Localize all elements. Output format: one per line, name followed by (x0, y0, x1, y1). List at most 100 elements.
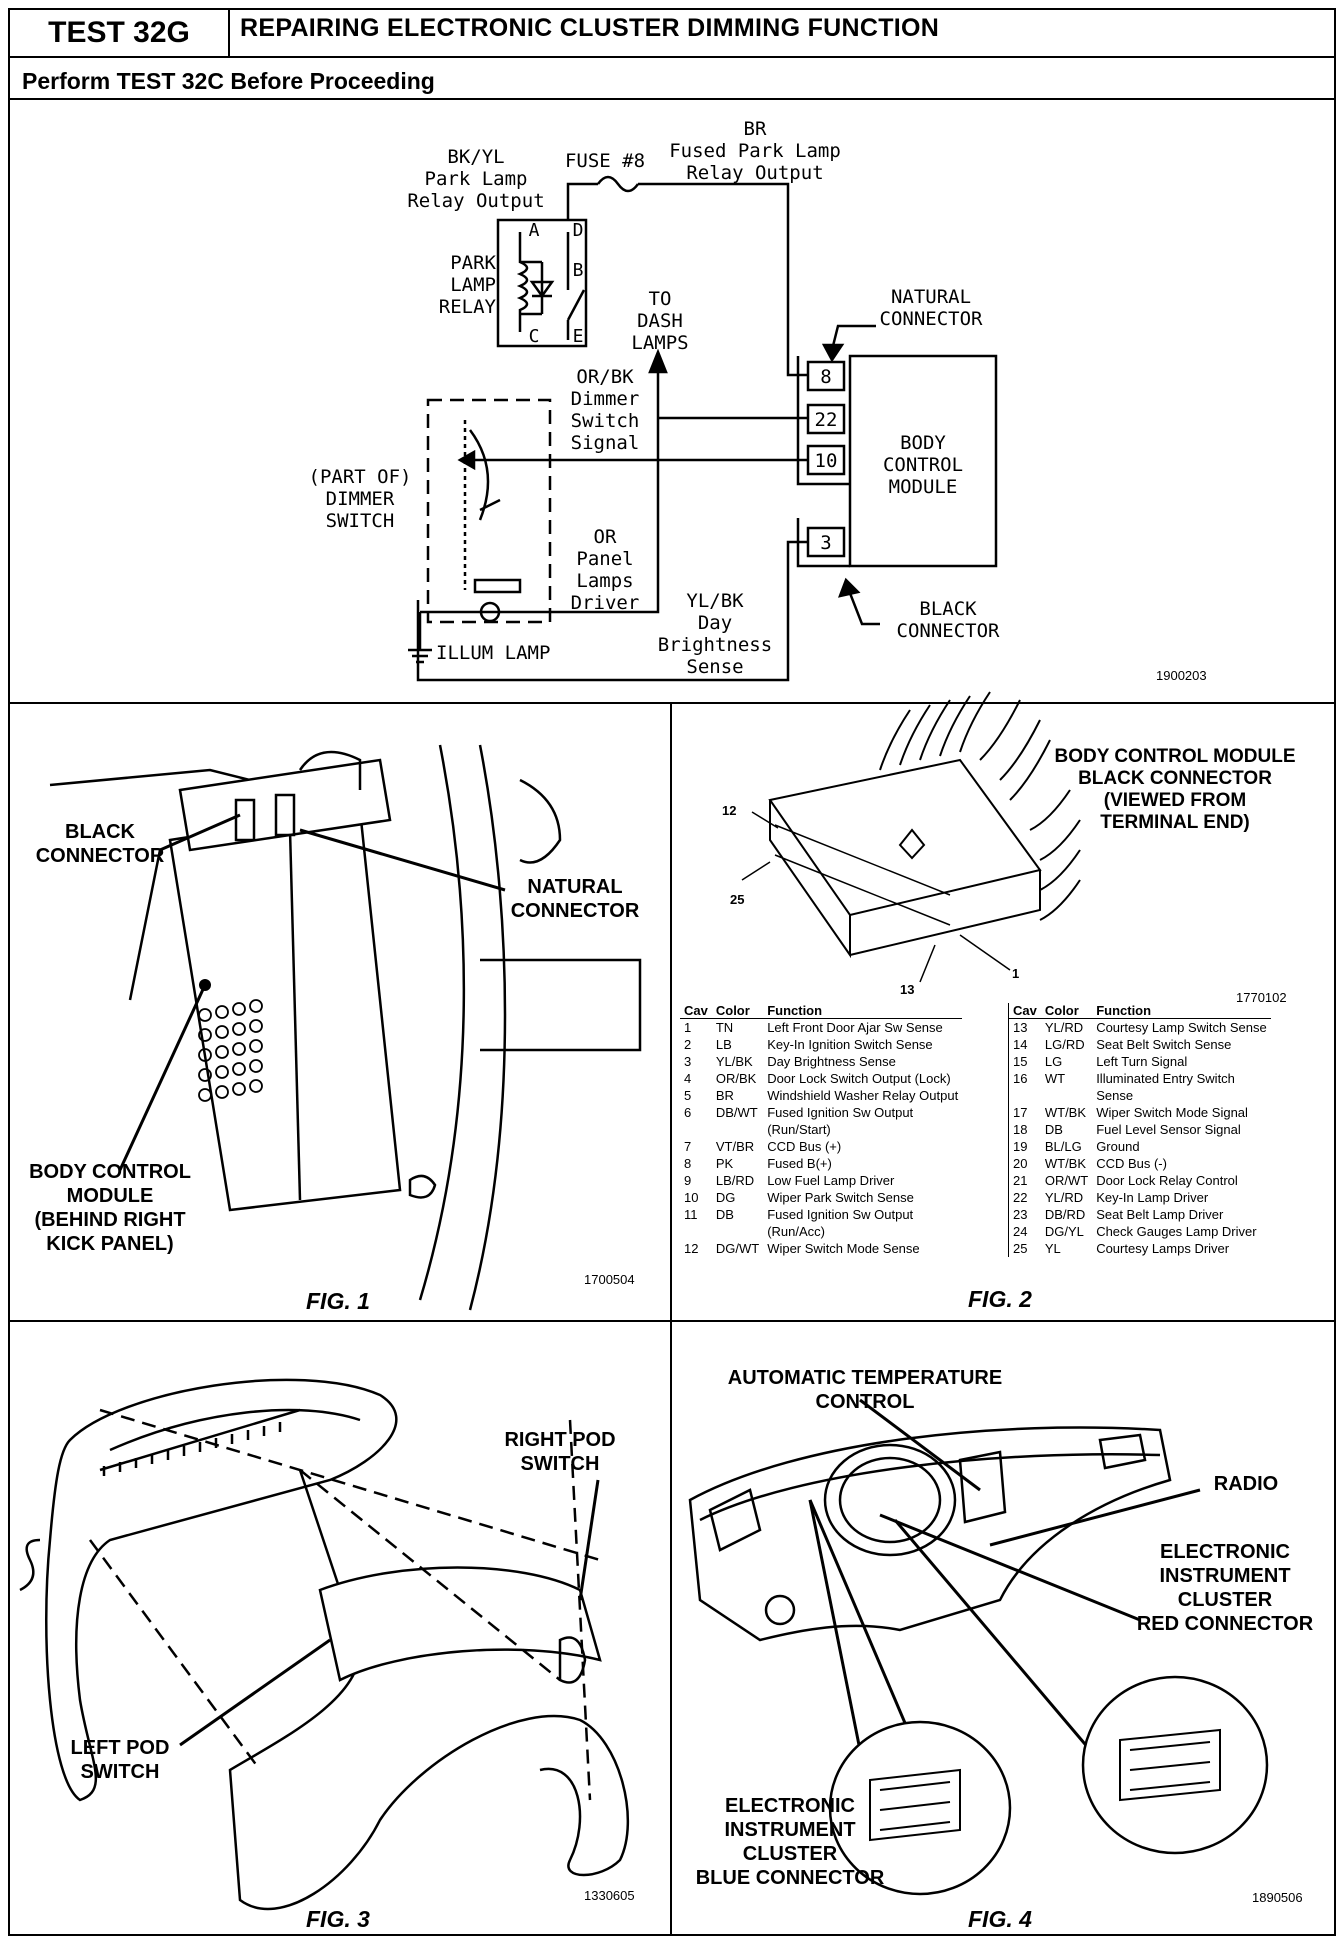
subtitle-divider (8, 98, 1336, 100)
cell-function: Wiper Switch Mode Sense (767, 1241, 920, 1256)
to-dash-arrow (648, 348, 668, 374)
fig2-pin13: 13 (900, 982, 915, 997)
fig2-code: 1770102 (1236, 990, 1287, 1005)
pin-10-label: 10 (814, 450, 838, 472)
cell-color: TN (715, 1020, 734, 1035)
cell-cav: 3 (684, 1054, 692, 1069)
col-color: Color (711, 1003, 764, 1019)
cell-function: Check Gauges Lamp Driver (1096, 1224, 1257, 1239)
cell-color: VT/BR (715, 1139, 755, 1154)
dimmer-switch-box (426, 398, 552, 624)
body-control-module-box (848, 354, 998, 568)
pin12-leader (751, 811, 779, 829)
pin-22-label: 22 (814, 409, 838, 431)
cell-color: DB (715, 1207, 734, 1222)
cell-function: CCD Bus (-) (1096, 1156, 1167, 1171)
red-connector-leader-2 (893, 1519, 1092, 1751)
bcm-label: BODY CONTROL MODULE (882, 432, 964, 498)
park-lamp-relay-label: PARK LAMP RELAY (438, 252, 496, 318)
door-pillar-edge (418, 744, 466, 1301)
pin25-leader (741, 861, 771, 881)
fig2-caption: FIG. 2 (968, 1286, 1032, 1312)
fig1-natural-connector-label: NATURAL CONNECTOR (510, 876, 640, 922)
fig1-black-connector-label: BLACK CONNECTOR (35, 821, 165, 867)
cell-function: Key-In Ignition Switch Sense (767, 1037, 933, 1052)
red-connector-leader-1 (879, 1513, 1141, 1622)
relay-pin-b: B (573, 260, 584, 281)
connector-block (178, 758, 392, 852)
cell-function: Key-In Lamp Driver (1096, 1190, 1209, 1205)
day-brightness-wire (416, 540, 808, 682)
atc-leader (859, 1398, 981, 1492)
natural-connector-arrow (830, 324, 876, 351)
cell-cav: 6 (684, 1105, 692, 1120)
page-frame (8, 8, 1336, 1936)
pin13-leader (919, 944, 936, 983)
cell-function: (Run/Acc) (767, 1224, 825, 1239)
natural-connector-label: NATURAL CONNECTOR (879, 286, 983, 330)
radio-leader (989, 1488, 1201, 1547)
cell-cav: 19 (1013, 1139, 1028, 1154)
cell-color: DB/WT (715, 1105, 758, 1120)
cell-function: Door Lock Switch Output (Lock) (767, 1071, 951, 1086)
cell-function: Fused B(+) (767, 1156, 832, 1171)
cell-cav: 23 (1013, 1207, 1028, 1222)
pin1-leader (959, 934, 1011, 971)
cell-color: DG (715, 1190, 736, 1205)
cell-function: Fused Ignition Sw Output (767, 1105, 914, 1120)
upper-shroud (45, 1378, 398, 1802)
illum-lamp-label: ILLUM LAMP (436, 642, 551, 664)
fig2-title: BODY CONTROL MODULE BLACK CONNECTOR (VIE… (1054, 746, 1296, 833)
fig4-code: 1890506 (1252, 1890, 1303, 1905)
ground-symbol (408, 612, 432, 664)
illum-lamp-symbol (479, 601, 501, 623)
black-connector-leader (159, 813, 241, 852)
park-lamp-relay-box (496, 218, 588, 348)
cell-function: Seat Belt Switch Sense (1096, 1037, 1232, 1052)
col-cav: Cav (1009, 1003, 1041, 1019)
relay-coil (516, 232, 529, 332)
pin-8-label: 8 (820, 366, 832, 388)
cell-color: LG (1044, 1054, 1063, 1069)
cell-color: WT (1044, 1071, 1066, 1086)
relay-switch-contact (566, 232, 586, 340)
cell-color: BR (715, 1088, 734, 1103)
natural-connector-leader (299, 828, 506, 892)
cell-color: YL/BK (715, 1054, 753, 1069)
cell-function: Windshield Washer Relay Output (767, 1088, 959, 1103)
cell-cav: 11 (684, 1207, 698, 1222)
cell-color: DG/WT (715, 1241, 760, 1256)
figure-row-divider (8, 1320, 1336, 1322)
fig4-red-connector-label: ELECTRONIC INSTRUMENT CLUSTER RED CONNEC… (1136, 1541, 1314, 1635)
cell-cav: 2 (684, 1037, 692, 1052)
cell-function: Door Lock Relay Control (1096, 1173, 1238, 1188)
cell-color: DG/YL (1044, 1224, 1084, 1239)
pinout-row: 6 DB/WT Fused Ignition Sw Output (680, 1104, 962, 1121)
cell-cav: 9 (684, 1173, 692, 1188)
relay-pin-e: E (573, 326, 584, 347)
dimmer-switch-label: (PART OF) DIMMER SWITCH (308, 466, 412, 532)
cell-cav: 5 (684, 1088, 692, 1103)
cell-cav: 4 (684, 1071, 692, 1086)
cell-function: Day Brightness Sense (767, 1054, 896, 1069)
cell-cav: 1 (684, 1020, 692, 1035)
bcm-leader (118, 984, 207, 1171)
page-title: REPAIRING ELECTRONIC CLUSTER DIMMING FUN… (240, 14, 940, 42)
fig4-atc-label: AUTOMATIC TEMPERATURE CONTROL (727, 1367, 1003, 1413)
cell-function: Fuel Level Sensor Signal (1096, 1122, 1241, 1137)
pin-22-box (806, 403, 846, 435)
cell-cav: 24 (1013, 1224, 1028, 1239)
cell-function: Courtesy Lamp Switch Sense (1096, 1020, 1267, 1035)
col-color: Color (1040, 1003, 1093, 1019)
cell-function: Courtesy Lamps Driver (1096, 1241, 1230, 1256)
